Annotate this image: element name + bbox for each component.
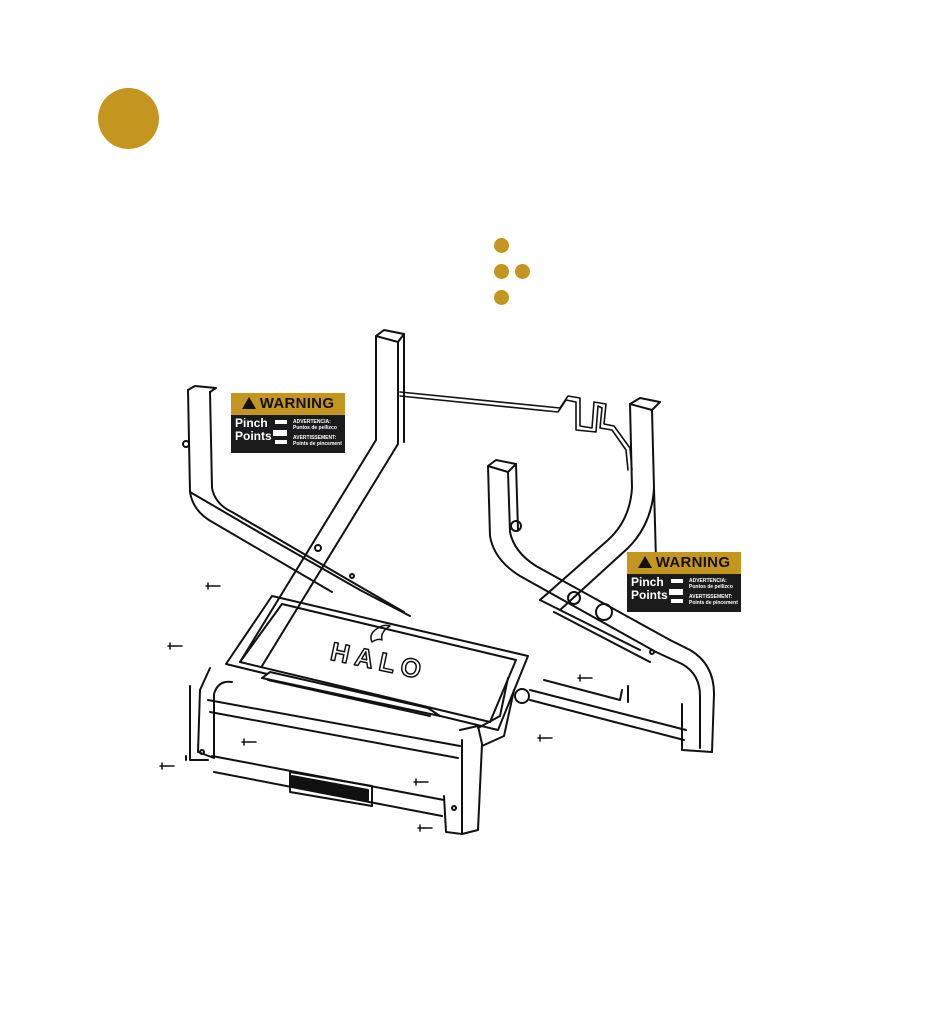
screw-5 (414, 779, 428, 785)
french-warning: AVERTISSEMENT:Points de pincement (293, 436, 342, 447)
pinch-hand-icon (271, 418, 291, 448)
screw-3 (160, 763, 174, 769)
spanish-warning: ADVERTENCIA:Puntos de pellizco (293, 420, 337, 431)
screw-1 (206, 583, 220, 589)
pinch-hand-icon (667, 577, 687, 607)
french-warning: AVERTISSEMENT:Points de pincement (689, 595, 738, 606)
warning-header: WARNING (231, 393, 345, 415)
warning-header: WARNING (627, 552, 741, 574)
screw-4 (242, 739, 256, 745)
right-foot (530, 640, 714, 752)
warning-triangle-icon (242, 397, 256, 409)
warning-triangle-icon (638, 556, 652, 568)
screw-8 (578, 675, 592, 681)
front-left-leg (240, 330, 404, 666)
wire-bracket (400, 392, 632, 470)
screw-2 (168, 643, 182, 649)
spanish-warning: ADVERTENCIA:Puntos de pellizco (689, 579, 733, 590)
logo-plate: HALO (226, 596, 528, 730)
brand-logo: HALO (328, 636, 430, 686)
screw-7 (538, 735, 552, 741)
screw-6 (418, 825, 432, 831)
